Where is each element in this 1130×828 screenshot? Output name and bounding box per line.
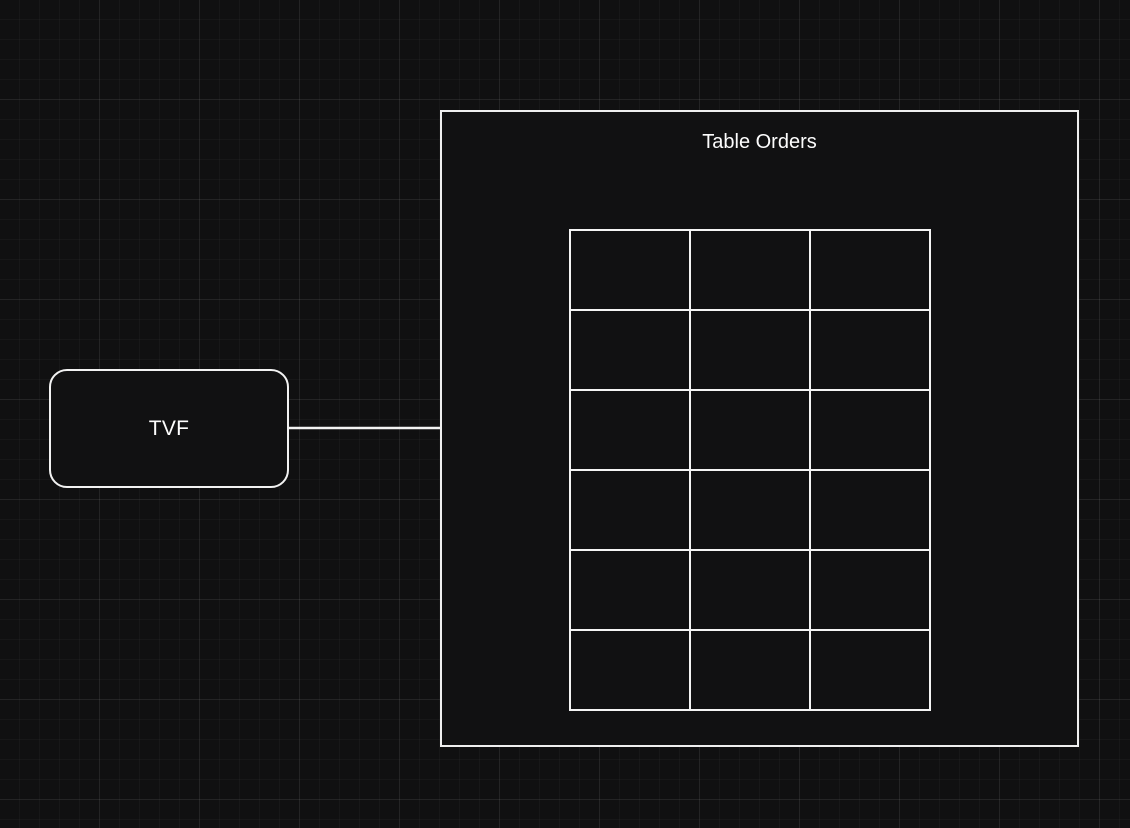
table-cell[interactable]	[689, 549, 811, 631]
table-cell[interactable]	[809, 549, 931, 631]
table-cell[interactable]	[809, 229, 931, 311]
table-cell[interactable]	[689, 389, 811, 471]
node-tvf-label: TVF	[148, 417, 190, 440]
table-cell[interactable]	[809, 389, 931, 471]
table-cell[interactable]	[689, 229, 811, 311]
table-cell[interactable]	[569, 629, 691, 711]
table-cell[interactable]	[809, 309, 931, 391]
table-cell[interactable]	[569, 229, 691, 311]
node-table-orders[interactable]: Table Orders	[440, 110, 1079, 747]
table-cell[interactable]	[569, 469, 691, 551]
table-cell[interactable]	[809, 469, 931, 551]
table-cell[interactable]	[689, 309, 811, 391]
table-title: Table Orders	[702, 131, 817, 153]
table-cell[interactable]	[689, 629, 811, 711]
table-cell[interactable]	[569, 389, 691, 471]
table-cell[interactable]	[809, 629, 931, 711]
orders-table-grid[interactable]	[569, 229, 931, 711]
node-tvf[interactable]: TVF	[49, 369, 289, 488]
table-cell[interactable]	[689, 469, 811, 551]
table-cell[interactable]	[569, 309, 691, 391]
table-cell[interactable]	[569, 549, 691, 631]
